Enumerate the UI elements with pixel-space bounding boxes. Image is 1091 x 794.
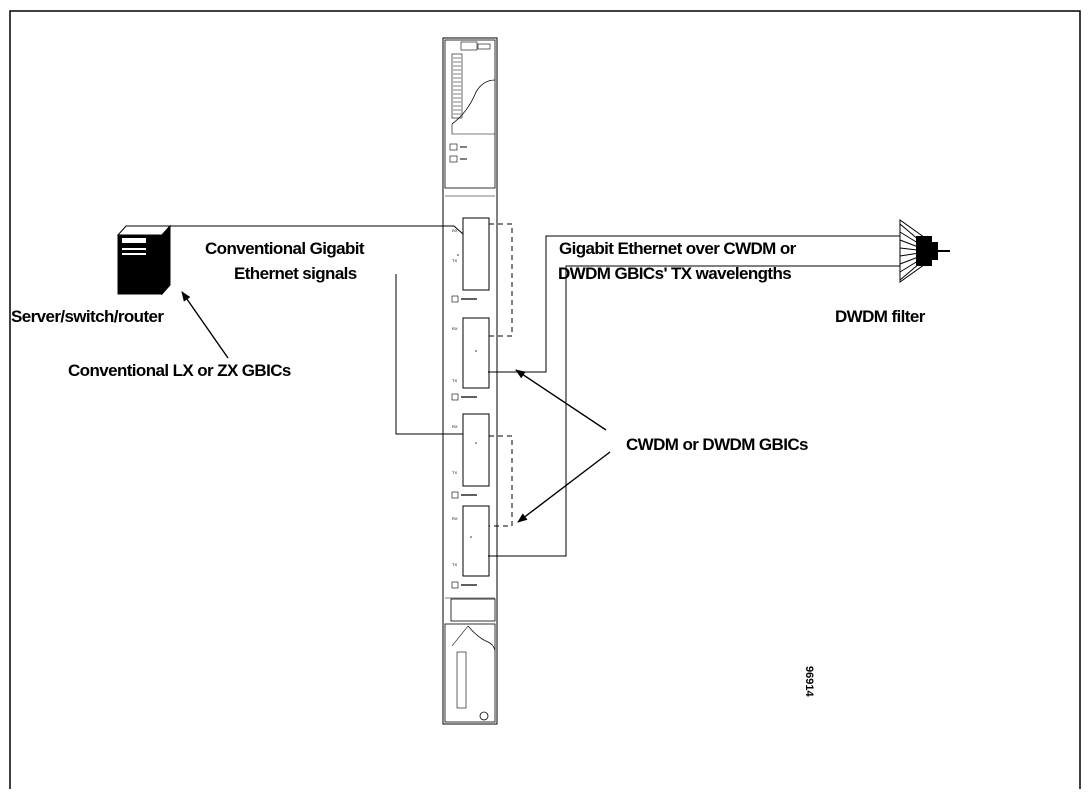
dwdm-filter-icon — [899, 219, 950, 283]
svg-text:TX: TX — [452, 562, 457, 567]
callout-arrows — [181, 291, 611, 523]
svg-text:RX: RX — [452, 424, 458, 429]
dashed-interconnects — [489, 223, 513, 527]
label-conventional-gigabit: Conventional Gigabit — [205, 239, 365, 258]
svg-text:RX: RX — [452, 228, 458, 233]
svg-text:TX: TX — [452, 470, 457, 475]
label-dwdm-filter: DWDM filter — [835, 307, 926, 326]
figure-frame — [9, 10, 1081, 794]
label-conventional-lx-zx: Conventional LX or ZX GBICs — [68, 361, 291, 380]
svg-text:RX: RX — [452, 516, 458, 521]
line-card-module-icon: RX TX RX TX RX TX RX TX — [442, 37, 498, 725]
fiber-connections — [170, 225, 900, 557]
label-dwdm-tx-wavelengths: DWDM GBICs' TX wavelengths — [558, 264, 791, 283]
server-tower-icon — [116, 224, 172, 296]
svg-text:RX: RX — [452, 326, 458, 331]
label-server-switch-router: Server/switch/router — [11, 307, 164, 326]
label-gigabit-over-cwdm: Gigabit Ethernet over CWDM or — [559, 239, 797, 258]
figure-number: 96914 — [803, 666, 815, 697]
label-cwdm-dwdm-gbics: CWDM or DWDM GBICs — [626, 435, 808, 454]
label-ethernet-signals: Ethernet signals — [234, 264, 357, 283]
svg-text:TX: TX — [452, 258, 457, 263]
svg-text:TX: TX — [452, 378, 457, 383]
